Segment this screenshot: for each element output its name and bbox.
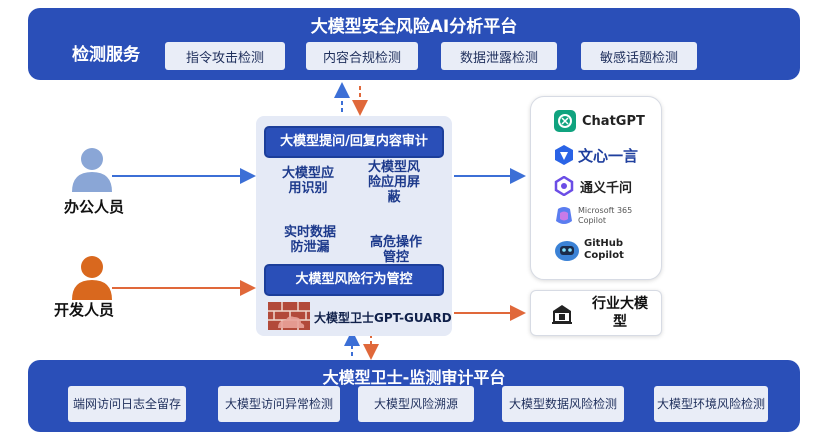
monitoring-audit-platform-bar: 大模型卫士-监测审计平台 端网访问日志全留存 大模型访问异常检测 大模型风险溯源… [28, 360, 800, 432]
copilot-icon [554, 205, 574, 227]
func-risk-tracing[interactable]: 大模型风险溯源 [358, 386, 474, 422]
firewall-icon [268, 302, 310, 330]
func-data-risk[interactable]: 大模型数据风险检测 [502, 386, 624, 422]
ai-analysis-platform-bar: 大模型安全风险AI分析平台 检测服务 指令攻击检测 内容合规检测 数据泄露检测 … [28, 8, 800, 80]
platform-title: 大模型安全风险AI分析平台 [310, 17, 518, 37]
llm-tongyi: 通义千问 [554, 175, 633, 197]
llm-m365-copilot: Microsoft 365 Copilot [554, 205, 642, 227]
func-log-retention[interactable]: 端网访问日志全留存 [68, 386, 186, 422]
llm-chatgpt-label: ChatGPT [582, 113, 645, 129]
func-env-risk[interactable]: 大模型环境风险检测 [654, 386, 768, 422]
func-access-anomaly[interactable]: 大模型访问异常检测 [218, 386, 340, 422]
tongyi-icon [554, 175, 574, 197]
llm-chatgpt: ChatGPT [554, 110, 645, 132]
detection-services-label: 检测服务 [72, 45, 140, 65]
gpt-guard-label: 大模型卫士GPT-GUARD [314, 311, 452, 325]
risk-behavior-control-header: 大模型风险行为管控 [264, 264, 444, 296]
llm-panel [530, 96, 662, 280]
cycle-high-risk-control: 高危操作管控 [369, 235, 422, 265]
cycle-data-leak-prevention: 实时数据防泄漏 [284, 225, 337, 255]
developer-person-icon [72, 256, 112, 300]
chatgpt-icon [554, 110, 576, 132]
llm-wenxin-label: 文心一言 [578, 146, 639, 165]
cycle-risk-app-block: 大模型风险应用屏蔽 [367, 160, 420, 205]
industry-model-label: 行业大模型 [592, 296, 648, 330]
industry-model-box: 行业大模型 [530, 290, 662, 336]
llm-m365-copilot-label: Microsoft 365 Copilot [578, 206, 633, 225]
llm-wenxin: 文心一言 [554, 144, 638, 166]
llm-tongyi-label: 通义千问 [580, 180, 633, 196]
service-content-compliance[interactable]: 内容合规检测 [306, 42, 418, 70]
office-person-icon [72, 148, 112, 192]
monitoring-platform-title: 大模型卫士-监测审计平台 [322, 368, 506, 387]
service-data-leak[interactable]: 数据泄露检测 [441, 42, 557, 70]
github-copilot-icon [554, 238, 580, 262]
service-sensitive-topic[interactable]: 敏感话题检测 [581, 42, 697, 70]
bank-icon [551, 303, 573, 329]
audit-header: 大模型提问/回复内容审计 [264, 126, 444, 158]
llm-github-copilot: GitHub Copilot [554, 238, 632, 262]
wenxin-icon [554, 144, 574, 166]
developer-person-label: 开发人员 [54, 301, 115, 319]
cycle-app-recognition: 大模型应用识别 [281, 166, 334, 196]
service-instruction-attack[interactable]: 指令攻击检测 [165, 42, 285, 70]
office-person-label: 办公人员 [64, 198, 125, 216]
llm-github-copilot-label: GitHub Copilot [584, 238, 624, 261]
